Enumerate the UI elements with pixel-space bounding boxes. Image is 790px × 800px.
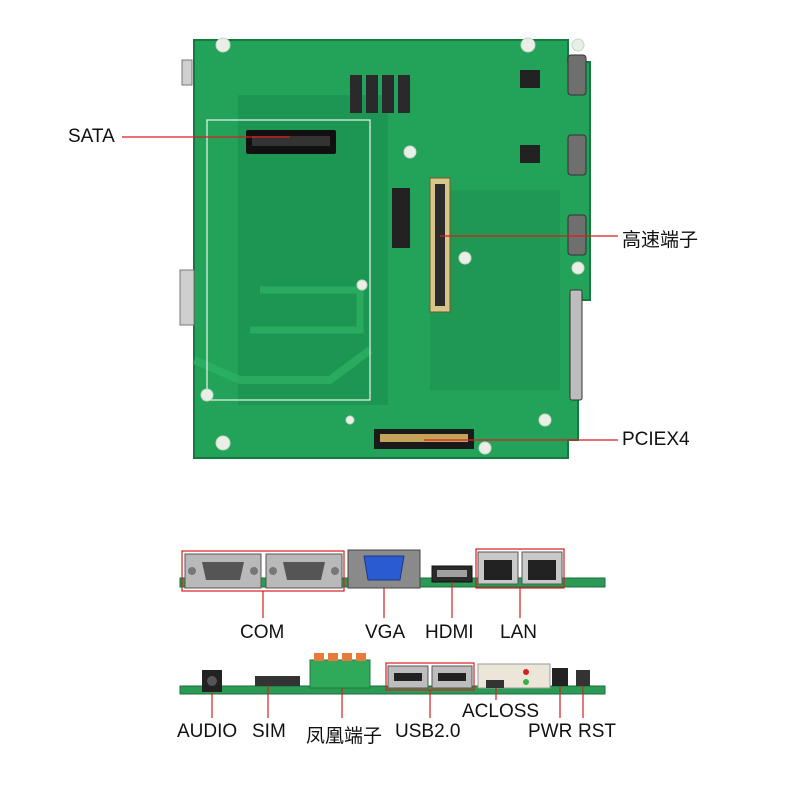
- pciex4-label: PCIEX4: [622, 429, 690, 450]
- phoenix-terminal-label: 凤凰端子: [306, 726, 383, 747]
- com-label: COM: [240, 622, 285, 643]
- high-speed-connector-label: 高速端子: [622, 230, 699, 251]
- usb-label: USB2.0: [395, 721, 461, 742]
- vga-port: [347, 549, 421, 589]
- vga-label: VGA: [365, 622, 406, 643]
- acloss-switch: [486, 680, 504, 688]
- sata-label: SATA: [68, 126, 115, 147]
- phoenix-terminal: [309, 653, 371, 689]
- rear-io-panel: [179, 548, 606, 618]
- acloss-label: ACLOSS: [462, 701, 540, 722]
- sim-label: SIM: [252, 721, 286, 742]
- hdmi-port: [431, 565, 473, 583]
- usb-ports: [387, 665, 473, 689]
- sim-slot: [255, 676, 300, 686]
- motherboard-top-view: [179, 37, 591, 459]
- audio-label: AUDIO: [177, 721, 238, 742]
- lan-label: LAN: [500, 622, 537, 643]
- rst-button: [576, 670, 590, 686]
- com-ports: [184, 553, 343, 589]
- front-io-panel: [179, 653, 606, 718]
- callout-lines: [122, 136, 618, 441]
- hdmi-label: HDMI: [425, 622, 474, 643]
- rst-label: RST: [578, 721, 616, 742]
- pwr-label: PWR: [528, 721, 573, 742]
- lan-ports: [477, 551, 563, 585]
- pwr-button: [552, 668, 568, 686]
